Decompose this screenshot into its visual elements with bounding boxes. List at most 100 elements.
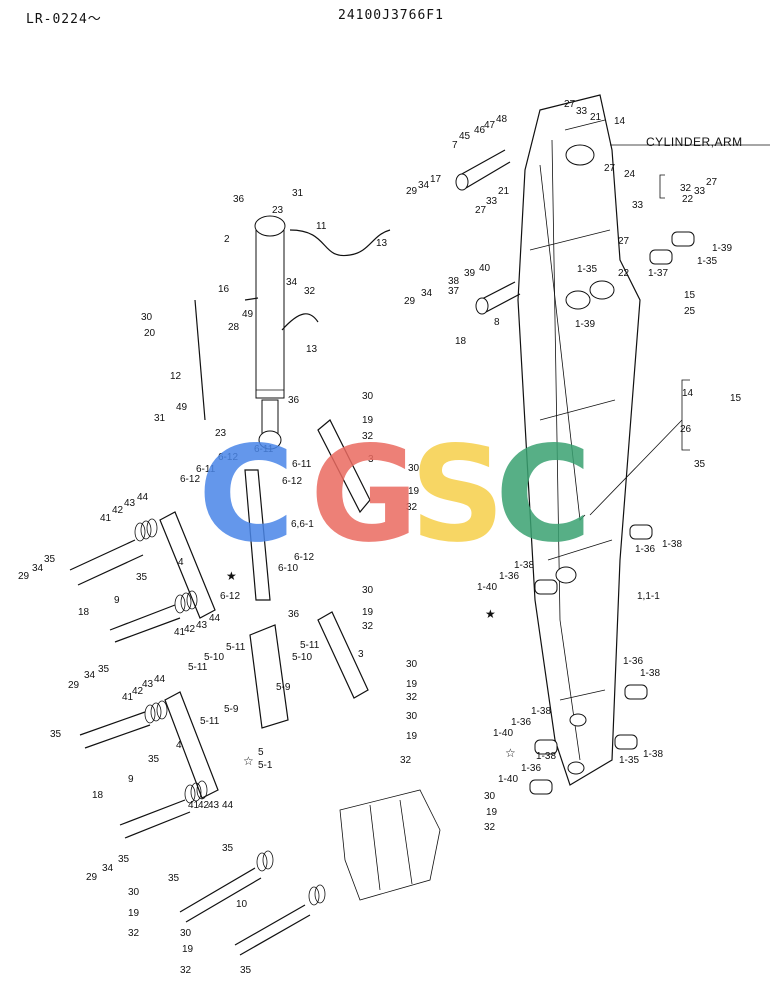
part-label: 19 <box>486 807 498 818</box>
part-label: 22 <box>618 268 630 279</box>
part-label: 32 <box>362 621 374 632</box>
part-label: 20 <box>144 328 156 339</box>
part-label: 29 <box>404 296 416 307</box>
part-label: 1-38 <box>662 539 682 550</box>
part-label: 30 <box>408 463 420 474</box>
part-label: 33 <box>694 186 706 197</box>
part-label: 9 <box>128 774 134 785</box>
part-label: 5 <box>258 747 264 758</box>
part-label: 1-36 <box>499 571 519 582</box>
part-label: 1-35 <box>577 264 597 275</box>
part-label: 19 <box>406 679 418 690</box>
watermark-letter: G <box>310 418 418 572</box>
part-label: 44 <box>137 492 149 503</box>
part-label: 38 <box>448 276 460 287</box>
part-label: 5-10 <box>204 652 224 663</box>
part-label: 30 <box>180 928 192 939</box>
part-label: 15 <box>684 290 696 301</box>
part-label: 37 <box>448 286 460 297</box>
part-label: 41 <box>100 513 112 524</box>
diagram-code-left: LR-0224～ <box>26 12 102 27</box>
part-label: 41 <box>122 692 134 703</box>
part-label: 35 <box>98 664 110 675</box>
part-label: 29 <box>68 680 80 691</box>
arm-beam <box>517 94 641 786</box>
part-label: 27 <box>475 205 487 216</box>
part-label: 44 <box>154 674 166 685</box>
part-label: 46 <box>474 125 486 136</box>
outline-star-marker: ☆ <box>505 746 516 760</box>
part-label: 6-12 <box>282 476 302 487</box>
part-label: 35 <box>50 729 62 740</box>
part-label: 43 <box>208 800 220 811</box>
star-marker: ★ <box>485 607 496 621</box>
part-label: 32 <box>362 431 374 442</box>
part-label: 29 <box>406 186 418 197</box>
part-label: 19 <box>362 607 374 618</box>
part-label: 43 <box>196 620 208 631</box>
part-label: 5-11 <box>188 662 208 673</box>
part-label: 15 <box>730 393 742 404</box>
part-label: 11 <box>316 221 327 232</box>
part-label: 5-11 <box>200 716 220 727</box>
part-label: 49 <box>242 309 254 320</box>
part-label: 34 <box>418 180 430 191</box>
part-label: 6-12 <box>218 452 238 463</box>
part-label: 17 <box>430 174 442 185</box>
part-label: 9 <box>114 595 120 606</box>
part-label: 35 <box>136 572 148 583</box>
watermark-letter: C <box>495 418 592 572</box>
part-label: 44 <box>222 800 234 811</box>
part-label: 23 <box>215 428 227 439</box>
part-label: 33 <box>632 200 644 211</box>
part-label: 23 <box>272 205 284 216</box>
part-label: 29 <box>18 571 30 582</box>
part-label: 32 <box>128 928 140 939</box>
part-label: 36 <box>233 194 245 205</box>
part-label: 35 <box>168 873 180 884</box>
part-label: 5-11 <box>226 642 246 653</box>
part-label: 1-35 <box>697 256 717 267</box>
part-label: 32 <box>406 502 418 513</box>
part-label: 34 <box>421 288 433 299</box>
bushings <box>529 231 695 795</box>
part-label: 1-38 <box>531 706 551 717</box>
part-label: 1-38 <box>536 751 556 762</box>
part-label: 1-39 <box>712 243 732 254</box>
diagram-code-right: 24100J3766F1 <box>338 8 444 23</box>
part-label: 32 <box>484 822 496 833</box>
star-marker: ★ <box>226 569 237 583</box>
part-label: 28 <box>228 322 240 333</box>
part-label: 5-9 <box>224 704 239 715</box>
part-label: 47 <box>484 120 496 131</box>
part-label: 4 <box>178 557 184 568</box>
part-label: 1-38 <box>514 560 534 571</box>
part-label: 36 <box>288 395 300 406</box>
part-label: 13 <box>306 344 318 355</box>
part-label: 14 <box>682 388 694 399</box>
part-label: 45 <box>459 131 471 142</box>
part-label: 6-12 <box>294 552 314 563</box>
part-label: 6-12 <box>180 474 200 485</box>
part-label: 27 <box>706 177 718 188</box>
part-label: 33 <box>486 196 498 207</box>
part-label: 1-38 <box>643 749 663 760</box>
part-label: 1-40 <box>493 728 513 739</box>
part-label: 49 <box>176 402 188 413</box>
part-label: 25 <box>684 306 696 317</box>
part-label: 33 <box>576 106 588 117</box>
part-label: 26 <box>680 424 692 435</box>
part-label: 30 <box>484 791 496 802</box>
part-label: 32 <box>400 755 412 766</box>
part-label: 41 <box>174 627 186 638</box>
part-label: 7 <box>452 140 458 151</box>
part-label: 5-1 <box>258 760 273 771</box>
part-label: 19 <box>406 731 418 742</box>
part-label: 27 <box>618 236 630 247</box>
hoses <box>194 229 391 421</box>
part-label: 19 <box>408 486 420 497</box>
arm-pins-top <box>455 149 521 315</box>
part-label: 14 <box>614 116 626 127</box>
part-label: 34 <box>32 563 44 574</box>
part-labels: 2 3 3 4 4 5 5-1 5-9 5-9 5-10 5-10 5-11 5… <box>18 99 742 976</box>
